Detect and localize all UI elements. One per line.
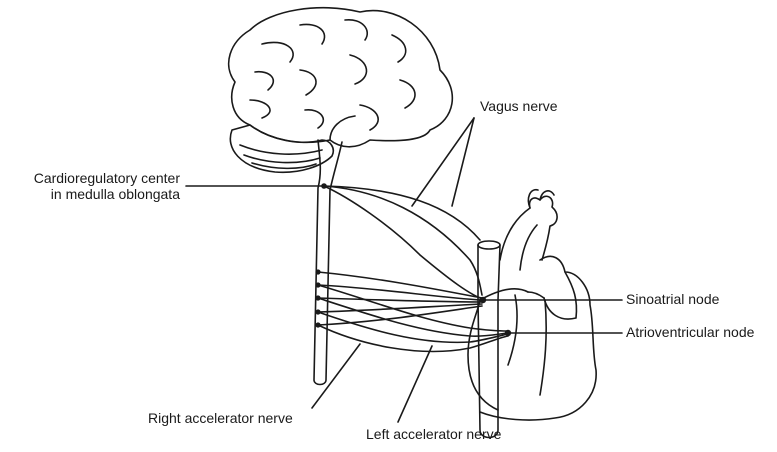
left-accelerator-nerve-label: Left accelerator nerve <box>366 426 501 442</box>
ganglion-dot-1 <box>315 269 320 274</box>
cardioregulatory-center-label: Cardioregulatory center in medulla oblon… <box>8 170 180 202</box>
leader-lines <box>186 118 622 422</box>
cardio-label-line1: Cardioregulatory center <box>8 170 180 186</box>
vagus-nerve-paths <box>324 186 485 300</box>
ganglion-dot-2 <box>315 282 320 287</box>
vagus-leader-2 <box>452 118 474 206</box>
cardio-label-line2: in medulla oblongata <box>8 186 180 202</box>
right-accelerator-nerve-label: Right accelerator nerve <box>148 410 293 426</box>
vagus-leader-1 <box>412 118 474 206</box>
right-accel-leader <box>312 344 360 408</box>
ganglion-dot-5 <box>315 322 320 327</box>
brain-illustration <box>229 8 453 147</box>
ganglion-dot-3 <box>315 295 320 300</box>
brainstem-spinal-cord <box>314 140 342 385</box>
ganglion-dot-4 <box>315 309 320 314</box>
heart-illustration <box>468 190 596 438</box>
left-accel-leader <box>398 346 432 422</box>
atrioventricular-node-label: Atrioventricular node <box>626 324 754 340</box>
cerebellum-illustration <box>230 125 333 172</box>
sinoatrial-node-label: Sinoatrial node <box>626 291 719 307</box>
vagus-nerve-label: Vagus nerve <box>480 98 558 114</box>
